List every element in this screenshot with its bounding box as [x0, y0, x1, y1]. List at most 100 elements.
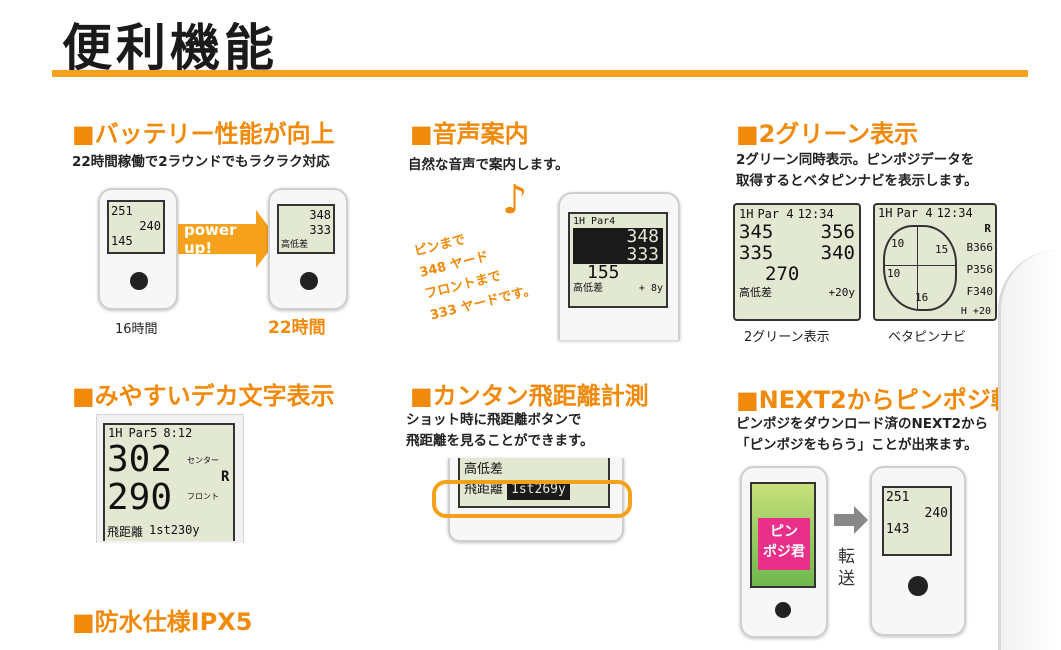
lcd-par: Par 4: [896, 206, 933, 220]
transfer-arrow-body: [834, 514, 854, 526]
battery-desc: 22時間稼働で2ラウンドでもラクラク対応: [72, 154, 330, 170]
next2-device: ピン ポジ君: [740, 466, 828, 638]
pin-distance: 15: [935, 243, 949, 256]
lcd-value: 335: [739, 242, 774, 264]
lcd-label: 飛距離: [464, 482, 504, 497]
transfer-label: 転 送: [838, 546, 855, 590]
app-label: ピン: [770, 524, 798, 540]
transfer-char: 送: [838, 569, 855, 589]
voice-bubble: ピンまで 348 ヤード フロントまで 333 ヤードです。: [412, 216, 538, 328]
lcd-back: B366: [966, 241, 994, 254]
bigtext-section-title: ■みやすいデカ文字表示: [72, 382, 335, 410]
lcd-value: 340: [820, 242, 855, 264]
lcd-value-large: 290: [107, 477, 173, 518]
lcd-par: Par5: [128, 426, 158, 440]
device-22h: 348 333 高低差: [268, 188, 348, 310]
lcd-label: 飛距離: [107, 525, 144, 539]
lcd-value: 143: [886, 522, 910, 537]
lcd-value: 270: [765, 263, 800, 285]
green-outline: [883, 225, 957, 311]
distance-desc-2: 飛距離を見ることができます。: [406, 433, 594, 449]
device-16h-screen: 251 240 145: [107, 200, 165, 254]
lcd-elevation: + 8y: [638, 283, 663, 294]
lcd-label: 高低差: [464, 462, 504, 477]
device-main-button: [775, 602, 791, 618]
lcd-front: F340: [966, 285, 994, 298]
battery-section-title: ■バッテリー性能が向上: [72, 120, 335, 148]
lcd-label: 高低差: [281, 240, 309, 250]
lcd-front-label: フロント: [187, 492, 219, 501]
lcd-value: 333: [309, 223, 331, 237]
title-underline: [52, 70, 1028, 77]
lcd-value: 345: [739, 221, 774, 243]
lcd-hole: 1H Par4: [573, 216, 616, 227]
lcd-center-label: センター: [187, 456, 219, 465]
voice-device-screen: 1H Par4 348 333 155 高低差 + 8y: [568, 212, 668, 308]
caption-betapin: ベタピンナビ: [888, 330, 967, 345]
transfer-char: 転: [838, 547, 855, 567]
pin-distance: 10: [891, 237, 905, 250]
lcd-height: H +20: [960, 306, 991, 317]
lcd-time: 12:34: [797, 207, 834, 221]
distance-section-title: ■カンタン飛距離計測: [410, 382, 649, 410]
pin-distance: 16: [915, 291, 929, 304]
distance-desc-1: ショット時に飛距離ボタンで: [406, 412, 582, 428]
green-desc-1: 2グリーン同時表示。ピンポジデータを: [736, 152, 975, 168]
lcd-r: R: [984, 222, 991, 235]
caption-22h: 22時間: [268, 318, 326, 338]
waterproof-section-title: ■防水仕様IPX5: [72, 608, 253, 636]
green-crossline: [883, 265, 955, 266]
device-16h: 251 240 145: [98, 188, 178, 310]
music-note-icon: ♪: [502, 177, 528, 223]
lcd-time: 8:12: [163, 426, 193, 440]
distance-device: 高低差 飛距離 1st269y: [448, 458, 624, 542]
power-up-arrow: power up!: [178, 221, 256, 257]
lcd-value: 356: [820, 221, 855, 243]
page-title: 便利機能: [62, 19, 278, 77]
lcd-value: 240: [924, 506, 948, 521]
next2-screen: ピン ポジ君: [750, 482, 816, 588]
bigtext-device: 1H Par5 8:12 302 290 センター フロント R 飛距離 1st…: [96, 414, 244, 543]
lcd-label: 高低差: [739, 286, 772, 299]
caption-16h: 16時間: [115, 322, 158, 337]
lcd-value: 348: [573, 228, 663, 246]
receiver-screen: 251 240 143: [882, 486, 952, 556]
caption-two-green: 2グリーン表示: [744, 330, 830, 345]
lcd-value: 145: [111, 234, 133, 248]
lcd-distance: 1st230y: [149, 523, 200, 537]
lcd-label: 高低差: [573, 283, 603, 294]
lcd-value: 333: [573, 246, 663, 264]
pinpoji-app-icon: ピン ポジ君: [758, 518, 810, 570]
device-main-button: [908, 576, 928, 596]
voice-section-title: ■音声案内: [410, 120, 529, 148]
device-main-button: [300, 272, 318, 290]
lcd-value: 348: [309, 208, 331, 222]
receiver-device: 251 240 143: [870, 466, 966, 636]
lcd-distance: 1st269y: [507, 480, 570, 500]
decorative-curve: [998, 250, 1061, 650]
lcd-time: 12:34: [936, 206, 973, 220]
betapin-screen: 1H Par 4 12:34 10 15 10 16 R B366 P356 F…: [873, 203, 997, 321]
lcd-par: Par 4: [757, 207, 794, 221]
lcd-value: 251: [886, 490, 910, 505]
lcd-value: 155: [587, 262, 620, 283]
lcd-value-large: 302: [107, 439, 173, 480]
lcd-elevation: +20y: [828, 286, 856, 299]
lcd-pin: P356: [966, 263, 994, 276]
pin-distance: 10: [887, 267, 901, 280]
transfer-arrow-icon: [854, 506, 868, 534]
green-crossline: [917, 225, 918, 309]
lcd-hole: 1H: [878, 206, 893, 220]
next2-section-title: ■NEXT2からピンポジ転送: [736, 386, 1039, 414]
next2-desc-2: 「ピンポジをもらう」ことが出来ます。: [736, 437, 978, 453]
highlight-ring: [432, 480, 632, 518]
green-section-title: ■2グリーン表示: [736, 120, 919, 148]
lcd-value: 251: [111, 204, 133, 218]
lcd-r: R: [221, 469, 230, 485]
lcd-hole: 1H: [108, 426, 123, 440]
device-22h-screen: 348 333 高低差: [277, 204, 335, 254]
bigtext-screen: 1H Par5 8:12 302 290 センター フロント R 飛距離 1st…: [103, 423, 235, 541]
green-desc-2: 取得するとベタピンナビを表示します。: [736, 173, 978, 189]
app-label: ポジ君: [763, 544, 805, 560]
